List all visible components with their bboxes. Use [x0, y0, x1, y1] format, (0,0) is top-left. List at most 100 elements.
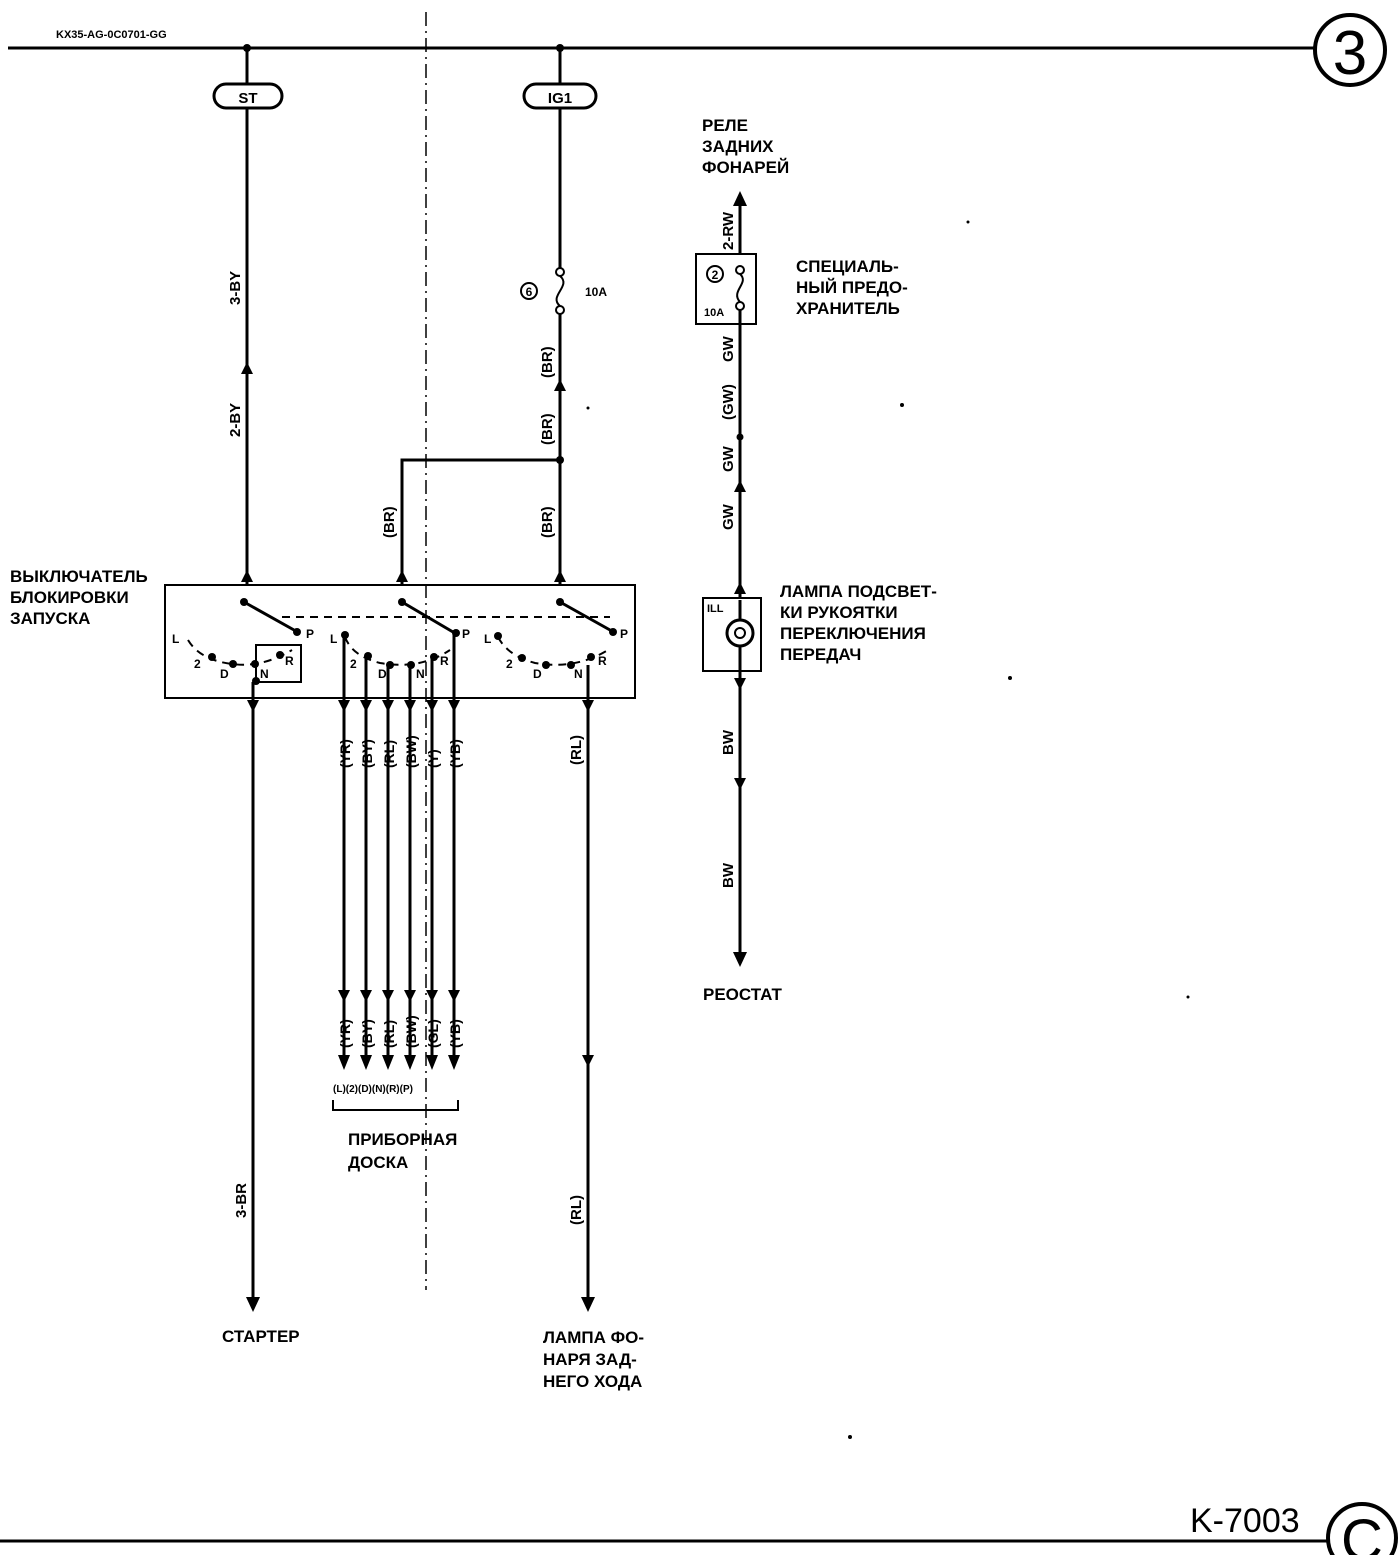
gw-code-4: GW: [720, 503, 737, 530]
pos-2: 2: [506, 657, 513, 671]
bundle-arrowhead: [404, 1055, 416, 1070]
lamp-code: ILL: [707, 603, 724, 615]
connector-arrow: [554, 379, 566, 391]
scan-speck: [966, 220, 970, 224]
switch-section-left: L 2 D N R P: [172, 598, 314, 685]
bw-code-1: BW: [720, 729, 737, 755]
inhibitor-switch-label-2: БЛОКИРОВКИ: [10, 588, 129, 607]
bundle-code-top: (BW): [403, 735, 419, 768]
ig1-wire-upper-code: (BR): [539, 346, 556, 378]
bundle-code-bottom: (RL): [381, 1020, 397, 1048]
inhibitor-switch-label-3: ЗАПУСКА: [10, 609, 90, 628]
st-terminal-label: ST: [238, 90, 257, 107]
connector-arrow: [396, 570, 408, 582]
connector-arrow: [338, 990, 350, 1002]
st-wire-lower-code: 2-BY: [227, 403, 244, 437]
pos-n: N: [416, 667, 425, 681]
st-wire-upper-code: 3-BY: [227, 271, 244, 305]
connector-arrow: [426, 700, 438, 712]
pos-2: 2: [350, 657, 357, 671]
connector-arrow: [338, 700, 350, 712]
switch-section-middle: L 2 D N R P: [330, 598, 470, 681]
connector-arrow: [734, 480, 746, 492]
pos-p: P: [620, 627, 628, 641]
pos-2: 2: [194, 657, 201, 671]
pos-d: D: [378, 667, 387, 681]
gw-code-1: GW: [720, 335, 737, 362]
bundle-arrowhead: [382, 1055, 394, 1070]
special-fuse: 2 10A: [695, 253, 757, 325]
page-code: K-7003: [1190, 1502, 1300, 1540]
main-fuse-rating: 10A: [585, 285, 607, 299]
scan-speck: [1008, 676, 1012, 680]
connector-arrow: [448, 700, 460, 712]
bundle-code-bottom: (YB): [447, 1019, 463, 1048]
gw-code-3: GW: [720, 445, 737, 472]
reverse-lamp-label-1: ЛАМПА ФО-: [543, 1328, 644, 1347]
tail-relay-arrowhead: [733, 191, 747, 206]
bw-code-2: BW: [720, 862, 737, 888]
connector-arrow: [382, 700, 394, 712]
doc-code: KX35-AG-0C0701-GG: [56, 29, 167, 41]
instrument-panel-label-2: ДОСКА: [348, 1153, 408, 1172]
ig1-terminal: IG1: [522, 82, 598, 110]
bundle-code-bottom: (GL): [425, 1019, 441, 1048]
connector-arrow: [734, 678, 746, 690]
instrument-bundle: (YR)(BY)(RL)(BW)(Y)(YB)(YR)(BY)(RL)(BW)(…: [337, 634, 463, 1070]
special-fuse-number: 2: [712, 268, 719, 282]
connector-arrow: [360, 990, 372, 1002]
illum-lamp-label-2: КИ РУКОЯТКИ: [780, 603, 898, 622]
page-letter-badge: C: [1326, 1502, 1398, 1555]
connector-arrow: [582, 1055, 594, 1067]
bundle-code-top: (RL): [381, 740, 397, 768]
sheet-number: 3: [1333, 19, 1367, 88]
main-fuse: 6 10A: [520, 267, 607, 315]
pos-l: L: [172, 632, 179, 646]
ig1-wire-mid-code: (BR): [539, 413, 556, 445]
tail-relay-label-1: РЕЛЕ: [702, 116, 748, 135]
inhibitor-switch-box: [164, 584, 636, 699]
bundle-arrowhead: [338, 1055, 350, 1070]
connector-arrow: [426, 990, 438, 1002]
connector-arrow: [448, 990, 460, 1002]
st-terminal: ST: [212, 82, 284, 110]
scan-speck: [900, 403, 904, 407]
special-fuse-rating: 10A: [704, 307, 724, 319]
inhibitor-switch-label-1: ВЫКЛЮЧАТЕЛЬ: [10, 567, 148, 586]
pos-l: L: [330, 632, 337, 646]
pos-n: N: [574, 667, 583, 681]
pos-r: R: [440, 654, 449, 668]
scan-speck: [848, 1435, 852, 1439]
connector-arrow: [247, 700, 259, 712]
starter-label: СТАРТЕР: [222, 1327, 300, 1346]
scan-speck: [586, 406, 590, 410]
reverse-wire-code-top: (RL): [568, 735, 585, 765]
gw-code-2: (GW): [720, 384, 737, 420]
pos-l: L: [484, 632, 491, 646]
page-letter: C: [1341, 1508, 1383, 1555]
bundle-arrowhead: [448, 1055, 460, 1070]
pos-d: D: [220, 667, 229, 681]
bundle-arrowhead: [360, 1055, 372, 1070]
reverse-wire-code-bottom: (RL): [568, 1195, 585, 1225]
lamp-bulb-icon: [725, 618, 755, 648]
bundle-code-top: (YB): [447, 739, 463, 768]
bundle-connector-code: (L)(2)(D)(N)(R)(P): [333, 1084, 413, 1095]
pos-r: R: [598, 654, 607, 668]
bundle-code-top: (YR): [337, 739, 353, 768]
connector-arrow: [554, 570, 566, 582]
main-fuse-number: 6: [526, 285, 533, 299]
instrument-panel-label-1: ПРИБОРНАЯ: [348, 1130, 457, 1149]
scan-speck: [1186, 995, 1190, 999]
bundle-bracket: [332, 1100, 459, 1111]
bundle-code-bottom: (BY): [359, 1019, 375, 1048]
connector-arrow: [382, 990, 394, 1002]
tail-relay-label-2: ЗАДНИХ: [702, 137, 774, 156]
connector-arrow: [582, 700, 594, 712]
bundle-code-top: (BY): [359, 739, 375, 768]
connector-arrow: [734, 778, 746, 790]
pos-r: R: [285, 654, 294, 668]
illum-lamp-label-1: ЛАМПА ПОДСВЕТ-: [780, 582, 937, 601]
reverse-lamp-label-3: НЕГО ХОДА: [543, 1372, 642, 1391]
